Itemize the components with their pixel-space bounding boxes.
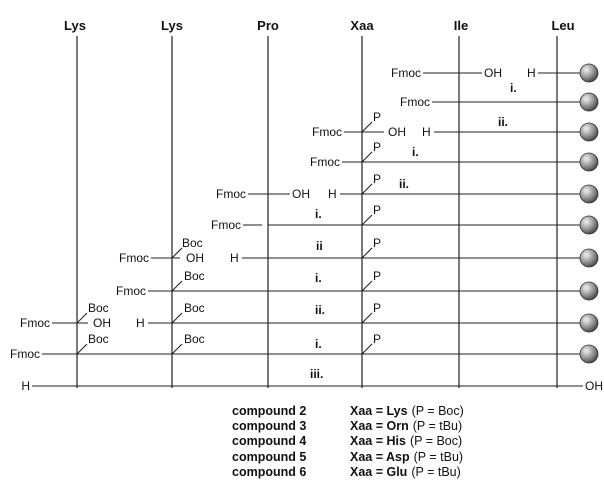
step-row-11: iii. <box>310 367 323 381</box>
row-5: Fmoc OH H P <box>216 172 580 201</box>
residue-label-leu: Leu <box>551 18 574 33</box>
row-3-fmoc: Fmoc <box>312 125 342 139</box>
resin-bead-icon <box>579 248 599 268</box>
row-7-p: P <box>373 236 381 250</box>
step-row-4: i. <box>412 145 419 159</box>
legend-compound: compound 5 <box>232 449 307 464</box>
row-8-boc: Boc <box>184 269 205 283</box>
row-11-oh: OH <box>585 379 603 393</box>
row-4: Fmoc P <box>310 140 580 169</box>
row-5-h: H <box>328 187 337 201</box>
legend-note: (P = Boc) <box>409 434 463 449</box>
legend-note: (P = tBu) <box>411 464 461 479</box>
resin-bead-icon <box>579 215 599 235</box>
row-1-fmoc: Fmoc <box>391 66 421 80</box>
row-7-oh: OH <box>186 251 204 265</box>
row-9-p: P <box>373 301 381 315</box>
resin-bead-icon <box>579 281 599 301</box>
step-row-7: ii <box>316 239 323 253</box>
legend-row: compound 4 Xaa = His (P = Boc) <box>232 434 464 449</box>
row-5-p: P <box>373 172 381 186</box>
row-4-p: P <box>373 140 381 154</box>
row-6-p: P <box>373 203 381 217</box>
resin-bead-icon <box>579 344 599 364</box>
residue-label-lys-1: Lys <box>64 18 86 33</box>
row-9-boc: Boc <box>88 301 109 315</box>
step-row-8: i. <box>315 271 322 285</box>
legend-row: compound 2 Xaa = Lys (P = Boc) <box>232 404 464 419</box>
step-row-9: ii. <box>315 303 325 317</box>
resin-bead-icon <box>579 63 599 83</box>
legend-xaa: Xaa = Orn <box>350 419 409 434</box>
row-3-h: H <box>422 125 431 139</box>
row-6: Fmoc P <box>211 203 580 232</box>
legend-xaa: Xaa = Asp <box>350 449 410 464</box>
residue-label-ile: Ile <box>454 18 468 33</box>
legend-note: (P = tBu) <box>412 419 463 434</box>
row-7-boc: Boc <box>182 236 203 250</box>
row-10-boc-2: Boc <box>184 332 205 346</box>
legend-xaa: Xaa = Lys <box>350 404 408 418</box>
row-8: Fmoc Boc P <box>116 269 580 298</box>
legend-row: compound 3 Xaa = Orn (P = tBu) <box>232 419 464 434</box>
compound-legend: compound 2 Xaa = Lys (P = Boc) compound … <box>232 404 464 480</box>
residue-label-lys-2: Lys <box>161 18 183 33</box>
step-row-6: i. <box>315 207 322 221</box>
step-row-3: ii. <box>498 115 508 129</box>
row-10-p: P <box>373 332 381 346</box>
row-3: Fmoc P OH H <box>312 110 580 139</box>
step-row-5: ii. <box>399 177 409 191</box>
row-5-oh: OH <box>292 187 310 201</box>
row-8-fmoc: Fmoc <box>116 284 146 298</box>
residue-label-xaa: Xaa <box>350 18 374 33</box>
legend-compound: compound 4 <box>232 434 307 449</box>
row-8-p: P <box>373 269 381 283</box>
row-1: Fmoc OH H <box>391 66 580 80</box>
row-10-fmoc: Fmoc <box>10 347 40 361</box>
resin-bead-icon <box>579 184 599 204</box>
legend-compound: compound 6 <box>232 464 307 479</box>
legend-row: compound 5 Xaa = Asp (P = tBu) <box>232 450 464 465</box>
resin-bead-icon <box>579 152 599 172</box>
row-9: Fmoc Boc OH H Boc P <box>20 301 580 330</box>
resin-bead-icon <box>579 92 599 112</box>
legend-row: compound 6 Xaa = Glu (P = tBu) <box>232 465 464 480</box>
row-2: Fmoc <box>400 95 580 109</box>
row-9-oh: OH <box>93 316 111 330</box>
row-2-fmoc: Fmoc <box>400 95 430 109</box>
legend-compound: compound 3 <box>232 419 307 434</box>
row-1-h: H <box>527 66 536 80</box>
row-4-fmoc: Fmoc <box>310 155 340 169</box>
row-9-h: H <box>136 316 145 330</box>
step-row-1: i. <box>510 81 517 95</box>
row-3-p: P <box>373 110 381 124</box>
legend-note: (P = tBu) <box>413 449 464 464</box>
resin-bead-icon <box>579 122 599 142</box>
row-5-fmoc: Fmoc <box>216 187 246 201</box>
row-9-boc-2: Boc <box>184 301 205 315</box>
row-10: Fmoc Boc Boc P <box>10 332 580 361</box>
legend-compound: compound 2 <box>232 404 307 418</box>
row-9-fmoc: Fmoc <box>20 316 50 330</box>
row-7: Fmoc Boc OH H P <box>119 236 580 265</box>
row-7-fmoc: Fmoc <box>119 251 149 265</box>
synthesis-scheme: Lys Lys Pro Xaa Ile Leu Fmoc OH H i. Fmo… <box>10 18 603 393</box>
step-row-10: i. <box>315 337 322 351</box>
row-6-fmoc: Fmoc <box>211 218 241 232</box>
row-7-h: H <box>230 251 239 265</box>
residue-label-pro: Pro <box>257 18 279 33</box>
legend-note: (P = Boc) <box>411 404 464 418</box>
row-10-boc: Boc <box>88 332 109 346</box>
row-1-oh: OH <box>484 66 502 80</box>
resin-bead-icon <box>579 313 599 333</box>
legend-xaa: Xaa = Glu <box>350 464 408 479</box>
legend-xaa: Xaa = His <box>350 434 406 449</box>
row-11-h: H <box>21 379 30 393</box>
row-11: H OH <box>21 379 603 393</box>
row-3-oh: OH <box>388 125 406 139</box>
